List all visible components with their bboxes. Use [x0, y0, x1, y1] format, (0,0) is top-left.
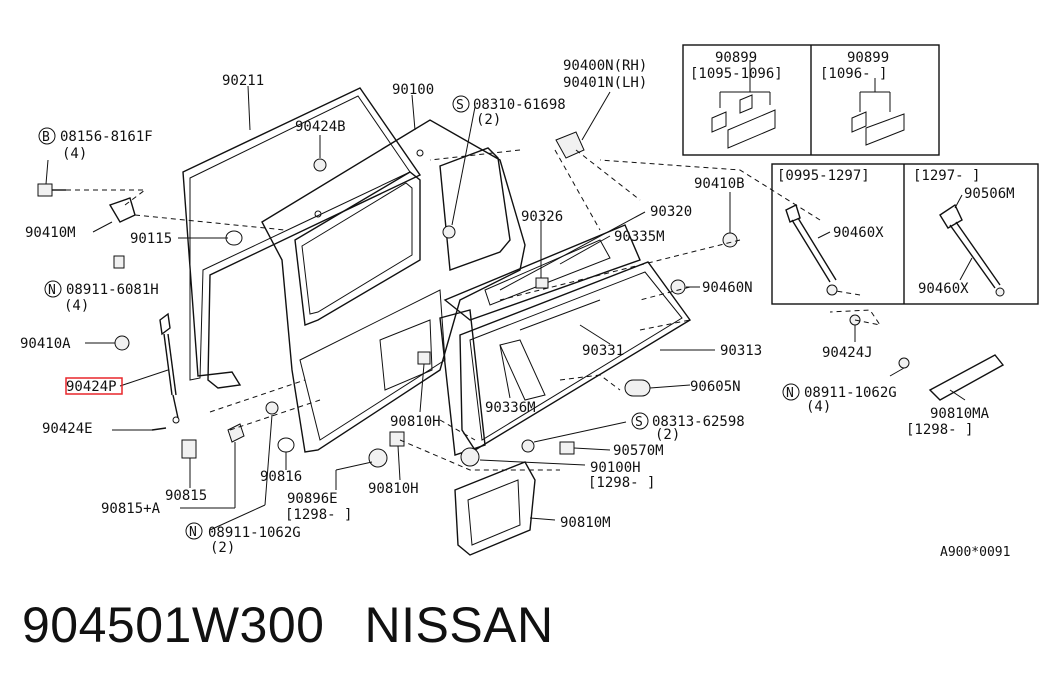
highlight-box	[65, 377, 123, 395]
footer-caption: 904501W300 NISSAN	[22, 596, 594, 654]
label-90100: 90100	[392, 82, 434, 98]
label-08911-1062G-bottom: 08911-1062G	[208, 525, 301, 541]
detail-box-90899	[682, 44, 940, 156]
marker-n2: N	[786, 386, 794, 401]
license-finisher-90810M	[454, 461, 536, 556]
label-box4-part-a: 90506M	[964, 186, 1015, 202]
label-90115: 90115	[130, 231, 172, 247]
part-number: 904501W300	[22, 597, 325, 653]
label-reference: A900*0091	[940, 545, 1010, 560]
leader-lines	[45, 85, 966, 531]
label-90815-A: 90815+A	[101, 501, 161, 517]
label-90460N: 90460N	[702, 280, 753, 296]
label-08310-qty: (2)	[476, 112, 501, 128]
label-90400N: 90400N(RH)	[563, 58, 647, 74]
assembly-lines	[66, 149, 882, 471]
label-90424B: 90424B	[295, 119, 346, 135]
label-90424J: 90424J	[822, 345, 873, 361]
marker-n1: N	[48, 283, 56, 298]
label-90816: 90816	[260, 469, 302, 485]
label-90896E: 90896E	[287, 491, 338, 507]
parts-diagram: B S N S N N 90211 90100 90424B 08156-816…	[20, 44, 1039, 560]
label-08156-qty: (4)	[62, 146, 87, 162]
hardware-parts	[37, 131, 1005, 468]
label-90313: 90313	[720, 343, 762, 359]
label-box3-range: [0995-1297]	[777, 168, 870, 184]
label-08313-qty: (2)	[655, 427, 680, 443]
label-90100H-range: [1298- ]	[588, 475, 655, 491]
label-08911-1062G-right-qty: (4)	[806, 399, 831, 415]
label-90896E-range: [1298- ]	[285, 507, 352, 523]
label-90810MA: 90810MA	[930, 406, 990, 422]
label-box1-range: [1095-1096]	[690, 66, 783, 82]
label-box1-title: 90899	[715, 50, 757, 66]
marker-b: B	[42, 130, 50, 145]
label-90401N: 90401N(LH)	[563, 75, 647, 91]
label-90320: 90320	[650, 204, 692, 220]
label-90810M: 90810M	[560, 515, 611, 531]
label-08156-8161F: 08156-8161F	[60, 129, 153, 145]
label-90424E: 90424E	[42, 421, 93, 437]
label-box2-title: 90899	[847, 50, 889, 66]
label-90810H-upper: 90810H	[390, 414, 441, 430]
label-box2-range: [1096- ]	[820, 66, 887, 82]
label-90331: 90331	[582, 343, 624, 359]
marker-n3: N	[189, 525, 197, 540]
label-08911-1062G-right: 08911-1062G	[804, 385, 897, 401]
label-08911-6081H: 08911-6081H	[66, 282, 159, 298]
marker-s2: S	[635, 415, 643, 430]
detail-box-90460X	[771, 163, 1039, 305]
label-90410A: 90410A	[20, 336, 71, 352]
label-90570M: 90570M	[613, 443, 664, 459]
label-90810MA-range: [1298- ]	[906, 422, 973, 438]
label-90424P: 90424P	[66, 379, 117, 395]
label-box3-part: 90460X	[833, 225, 884, 241]
label-08911-6081H-qty: (4)	[64, 298, 89, 314]
label-90410B: 90410B	[694, 176, 745, 192]
label-90336M: 90336M	[485, 400, 536, 416]
label-box4-part-b: 90460X	[918, 281, 969, 297]
label-08313-62598: 08313-62598	[652, 414, 745, 430]
marker-s1: S	[456, 98, 464, 113]
label-90815: 90815	[165, 488, 207, 504]
label-08310-61698: 08310-61698	[473, 97, 566, 113]
label-box4-range: [1297- ]	[913, 168, 980, 184]
weatherstrip-90211	[182, 87, 422, 389]
label-90100H: 90100H	[590, 460, 641, 476]
label-90410M: 90410M	[25, 225, 76, 241]
label-90211: 90211	[222, 73, 264, 89]
brand-name: NISSAN	[364, 597, 554, 653]
gas-stay-90424P	[159, 312, 180, 424]
label-08911-1062G-bottom-qty: (2)	[210, 540, 235, 556]
label-90335M: 90335M	[614, 229, 665, 245]
label-90605N: 90605N	[690, 379, 741, 395]
label-90326: 90326	[521, 209, 563, 225]
part-labels: 90211 90100 90424B 08156-8161F (4) 08310…	[20, 50, 1015, 560]
label-90810H-lower: 90810H	[368, 481, 419, 497]
prefix-markers: B S N S N N	[38, 95, 800, 540]
finisher-90320	[439, 224, 692, 456]
